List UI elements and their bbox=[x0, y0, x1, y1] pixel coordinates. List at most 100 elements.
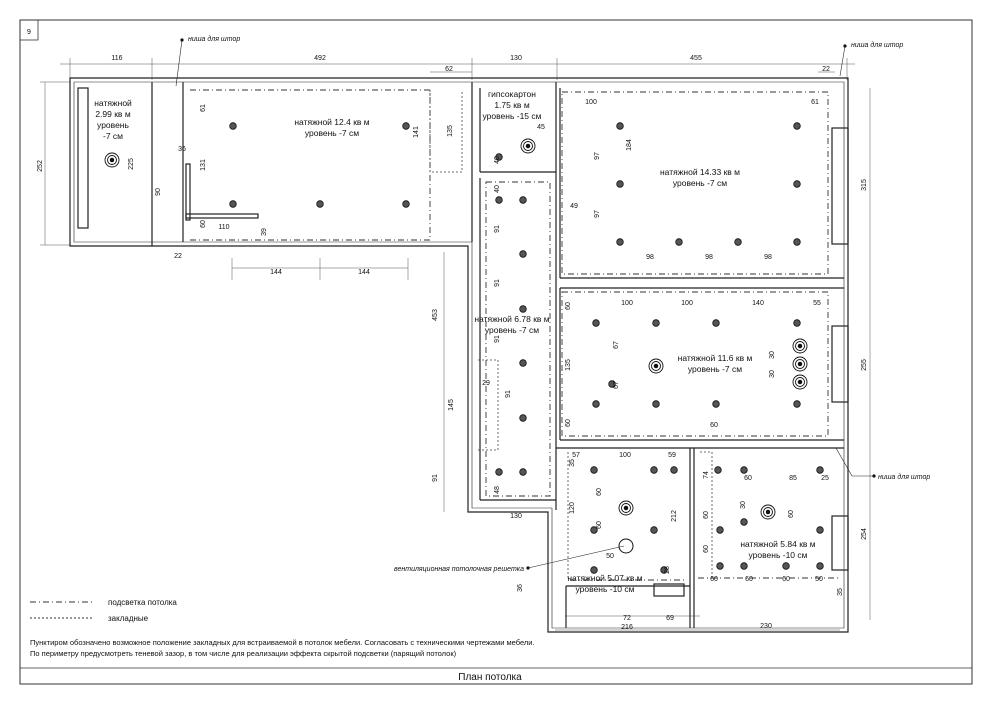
spotlight-icon bbox=[402, 122, 410, 130]
spotlight-icon bbox=[616, 238, 624, 246]
dim-label: 116 bbox=[111, 55, 122, 62]
ceiling-lamp-icon bbox=[792, 374, 808, 390]
spotlight-icon bbox=[519, 359, 527, 367]
room-2-line1: натяжной 12.4 кв м bbox=[294, 117, 369, 127]
dim-label: 145 bbox=[448, 399, 455, 411]
dim-label: 60 bbox=[745, 576, 753, 583]
dim-label: 252 bbox=[37, 160, 44, 172]
lighting-lines bbox=[190, 89, 840, 581]
spotlight-icon bbox=[816, 526, 824, 534]
note-line-1: Пунктиром обозначено возможное положение… bbox=[30, 638, 535, 647]
dim-label: 35 bbox=[569, 459, 576, 467]
dim-label: 140 bbox=[752, 300, 764, 307]
room-1-line2: 2.99 кв м bbox=[95, 109, 131, 119]
dim-label: 135 bbox=[447, 125, 454, 137]
spotlight-icon bbox=[793, 238, 801, 246]
callout-curtain-niche-2: ниша для штор bbox=[851, 41, 903, 49]
dim-label: 69 bbox=[666, 615, 674, 622]
legend-lighting: подсветка потолка bbox=[108, 598, 177, 607]
spotlight-icon bbox=[592, 400, 600, 408]
dim-label: 60 bbox=[782, 576, 790, 583]
room-6-line2: уровень -7 см bbox=[688, 364, 742, 374]
spotlight-icon bbox=[616, 122, 624, 130]
dim-label: 98 bbox=[705, 254, 713, 261]
spotlight-icon bbox=[519, 414, 527, 422]
dim-label: 120 bbox=[569, 502, 576, 514]
dim-label: 91 bbox=[494, 225, 501, 233]
spotlight-icon bbox=[816, 466, 824, 474]
spotlight-icon bbox=[402, 200, 410, 208]
spotlight-icon bbox=[740, 518, 748, 526]
spotlight-icon bbox=[495, 153, 503, 161]
sheet-frame bbox=[19, 19, 973, 685]
dim-label: 141 bbox=[413, 126, 420, 138]
dim-label: 60 bbox=[596, 488, 603, 496]
room-3-line2: 1.75 кв м bbox=[494, 100, 530, 110]
spotlight-icon bbox=[816, 562, 824, 570]
spotlight-icon bbox=[519, 468, 527, 476]
spotlight-icon bbox=[782, 562, 790, 570]
room-5-line1: натяжной 6.78 кв м bbox=[474, 314, 549, 324]
spotlight-icon bbox=[793, 319, 801, 327]
dim-label: 57 bbox=[572, 452, 580, 459]
dim-label: 59 bbox=[668, 452, 676, 459]
embedded-lines bbox=[429, 90, 713, 580]
dim-label: 60 bbox=[788, 510, 795, 518]
spotlight-icon bbox=[519, 305, 527, 313]
spotlight-icon bbox=[495, 468, 503, 476]
dim-label: 91 bbox=[494, 279, 501, 287]
dim-label: 61 bbox=[200, 104, 207, 112]
dim-label: 30 bbox=[740, 501, 747, 509]
dim-label: 144 bbox=[358, 269, 370, 276]
room-3-line3: уровень -15 см bbox=[483, 111, 542, 121]
dim-label: 67 bbox=[613, 381, 620, 389]
dim-label: 130 bbox=[510, 55, 522, 62]
dim-label: 492 bbox=[314, 55, 326, 62]
dim-label: 28 bbox=[664, 566, 671, 574]
room-2-line2: уровень -7 см bbox=[305, 128, 359, 138]
dim-label: 50 bbox=[815, 576, 823, 583]
spotlight-icon bbox=[650, 466, 658, 474]
spotlight-icon bbox=[714, 466, 722, 474]
ceiling-lamp-icon bbox=[104, 152, 120, 168]
dim-label: 60 bbox=[565, 302, 572, 310]
spotlight-icon bbox=[652, 400, 660, 408]
dim-label: 60 bbox=[710, 576, 718, 583]
dimension-lines bbox=[40, 58, 871, 631]
spotlight-icon bbox=[495, 196, 503, 204]
legend-embedded: закладные bbox=[108, 614, 149, 623]
spotlight-icon bbox=[716, 562, 724, 570]
light-fixtures bbox=[104, 122, 824, 574]
spotlight-icon bbox=[660, 566, 668, 574]
spotlight-icon bbox=[793, 180, 801, 188]
dim-label: 62 bbox=[445, 66, 453, 73]
room-7-line2: уровень -10 см bbox=[576, 584, 635, 594]
walls bbox=[69, 77, 849, 633]
spotlight-icon bbox=[608, 380, 616, 388]
spotlight-icon bbox=[519, 196, 527, 204]
room-8-line2: уровень -10 см bbox=[749, 550, 808, 560]
dim-label: 40 bbox=[494, 185, 501, 193]
room-5-line2: уровень -7 см bbox=[485, 325, 539, 335]
dim-label: 55 bbox=[813, 300, 821, 307]
spotlight-icon bbox=[652, 319, 660, 327]
room-1-line4: -7 см bbox=[103, 131, 123, 141]
room-7-line1: натяжной 5.07 кв м bbox=[567, 573, 642, 583]
room-3-line1: гипсокартон bbox=[488, 89, 536, 99]
dim-label: 72 bbox=[623, 615, 631, 622]
dim-label: 22 bbox=[822, 66, 830, 73]
spotlight-icon bbox=[740, 562, 748, 570]
dim-label: 60 bbox=[744, 475, 752, 482]
dim-label: 30 bbox=[769, 351, 776, 359]
dim-label: 25 bbox=[821, 475, 829, 482]
ceiling-lamp-icon bbox=[520, 138, 536, 154]
spotlight-icon bbox=[229, 200, 237, 208]
dim-label: 110 bbox=[218, 224, 229, 231]
dim-label: 36 bbox=[517, 584, 524, 592]
spotlight-icon bbox=[590, 526, 598, 534]
room-8-line1: натяжной 5.84 кв м bbox=[740, 539, 815, 549]
callout-leaders bbox=[175, 39, 874, 569]
ceiling-lamp-icon bbox=[648, 358, 664, 374]
dim-label: 60 bbox=[200, 220, 207, 228]
